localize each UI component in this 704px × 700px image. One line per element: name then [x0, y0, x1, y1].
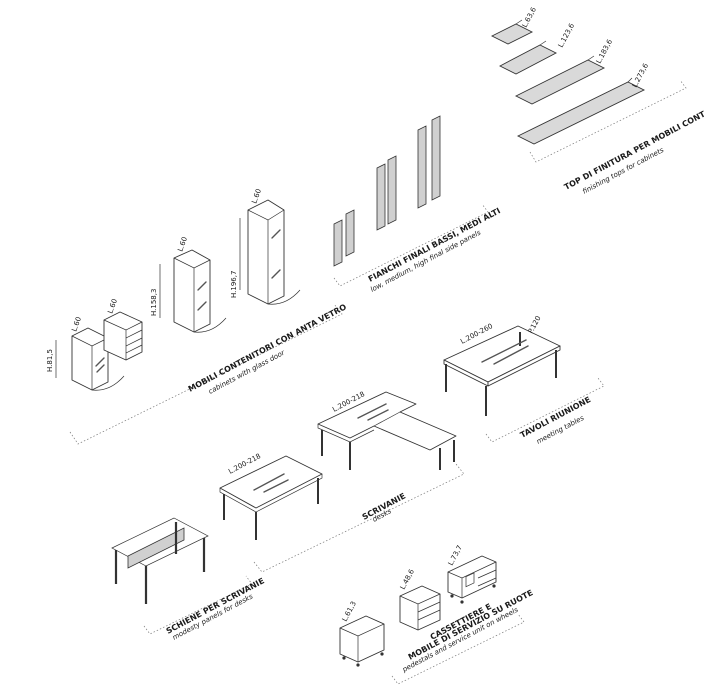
desks-group: L.200-218 L.200-218 SCRIVANIE desks	[219, 390, 465, 573]
top-panel-small	[490, 23, 534, 45]
drawer-unit-width: L.60	[106, 298, 119, 315]
cabinet-mid-height: H.158,3	[150, 289, 158, 316]
top-size-3: L.183,6	[595, 38, 615, 65]
pedestal-mid-width: L.48,6	[399, 568, 417, 591]
top-size-2: L.123,6	[557, 22, 577, 49]
top-panel-xlarge	[516, 81, 646, 145]
panels-subcaption: low, medium, high final side panels	[369, 228, 482, 293]
top-panel-large	[514, 59, 606, 105]
cabinet-low-height: H.81,5	[46, 349, 54, 372]
meeting-depth: P.120	[527, 315, 543, 335]
pedestal-small-width: L.61,3	[341, 600, 358, 623]
top-size-4: L.273,6	[631, 62, 651, 89]
top-size-1: L.63,6	[521, 6, 539, 29]
panels-caption: FIANCHI FINALI BASSI, MEDI ALTI	[367, 206, 502, 284]
top-panel-medium	[499, 44, 557, 75]
cabinet-mid-width: L.60	[176, 236, 189, 253]
cabinet-low-width: L.60	[70, 316, 83, 333]
glass-cabinets-group: L.60 H.81,5 L.60 L.60 H.158,3 L.60 H.196…	[46, 188, 348, 445]
modesty-caption: SCHIENE PER SCRIVANIE	[165, 576, 266, 635]
cabinet-tall-height: H.196,7	[230, 271, 238, 298]
service-unit-width: L.73,7	[447, 544, 464, 567]
cabinet-tall-width: L.60	[250, 188, 263, 205]
pedestals-group: L.61,3 L.48,6 L.73,7 CASSETTIERE E MOBIL…	[339, 544, 534, 685]
finishing-tops-group: L.63,6 L.123,6 L.183,6 L.273,6 TOP DI FI…	[490, 6, 704, 196]
meeting-tables-group: L.200-260 P.120 TAVOLI RIUNIONE meeting …	[443, 315, 605, 446]
cabinets-caption: MOBILI CONTENITORI CON ANTA VETRO	[187, 302, 348, 393]
side-panels-group: FIANCHI FINALI BASSI, MEDI ALTI low, med…	[333, 115, 502, 294]
modesty-panels-group: SCHIENE PER SCRIVANIE modesty panels for…	[111, 517, 266, 642]
